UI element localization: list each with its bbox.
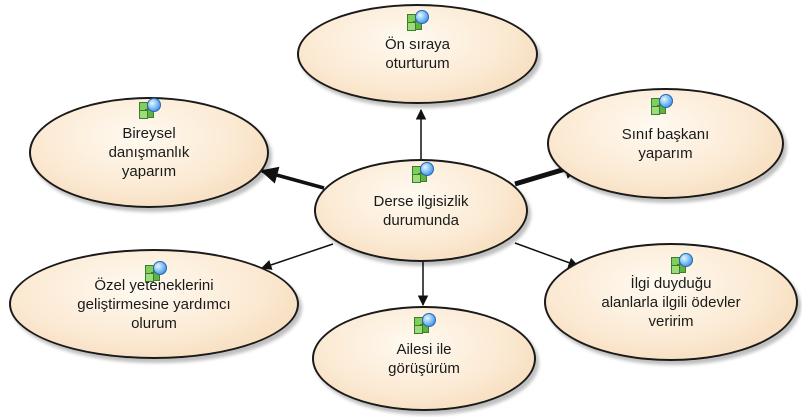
node-sinif-baskani[interactable]: Sınıf başkanı yaparım [547,88,784,199]
node-ilgi-duydugu[interactable]: İlgi duyduğu alanlarla ilgili ödevler ve… [544,243,798,361]
edge-to-bireysel [260,166,325,190]
node-label: Özel yeteneklerini geliştirmesine yardım… [77,276,231,332]
edge-to-ilgi-duydugu [514,242,579,268]
node-label: İlgi duyduğu alanlarla ilgili ödevler ve… [601,274,741,330]
network-globe-icon [651,94,673,115]
network-globe-icon [145,261,167,282]
node-derse-ilgisizlik[interactable]: Derse ilgisizlik durumunda [314,159,528,262]
node-label: Ön sıraya oturturum [384,36,451,72]
network-globe-icon [412,162,434,183]
node-label: Sınıf başkanı yaparım [621,125,710,162]
node-ozel-yetenekler[interactable]: Özel yeteneklerini geliştirmesine yardım… [9,249,299,359]
network-globe-icon [139,98,161,119]
node-on-siraya[interactable]: Ön sıraya oturturum [297,4,538,104]
network-globe-icon [407,10,429,31]
network-globe-icon [671,253,693,274]
edge-to-ozel-yetenek [261,243,334,270]
node-bireysel-danismanlik[interactable]: Bireysel danışmanlık yaparım [29,97,269,208]
node-ailesi-ile[interactable]: Ailesi ile görüşürüm [312,306,536,411]
node-label: Derse ilgisizlik durumunda [373,192,469,229]
network-globe-icon [414,313,436,334]
node-label: Bireysel danışmanlık yaparım [108,125,190,180]
node-label: Ailesi ile görüşürüm [388,340,460,377]
